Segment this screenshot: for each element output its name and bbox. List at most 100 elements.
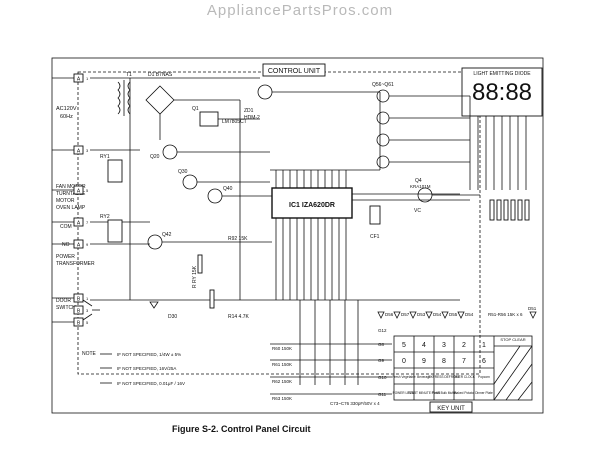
diode-row [377,311,537,319]
key-unit-label: KEY UNIT [437,406,465,412]
note-title: NOTE [82,351,97,357]
t1-label: T1 [126,72,132,78]
control-unit-box [77,71,481,375]
svg-text:1: 1 [86,296,89,301]
ic2-label: LM7805CT [222,119,247,125]
key-3: 3 [442,342,446,349]
transistor-q30 [182,174,198,190]
control-unit-title-box [262,63,326,77]
led-display: 88:88 [472,79,532,106]
power-transformer-label-2: TRANSFORMER [56,261,95,267]
diode-label-6: D51 [528,306,537,311]
svg-text:9: 9 [86,242,89,247]
key-dinner-plate: Dinner Plate [475,391,493,395]
diode-label-1: D57 [401,312,410,317]
key-4: 4 [422,342,426,349]
key-power-level: POWER LEVEL [393,391,416,395]
q42-label: Q42 [162,232,172,238]
key-diag-2 [505,363,533,401]
key-5: 5 [402,342,406,349]
resistor-label-1: R61 150K [272,362,292,367]
key-popcorn: Popcorn [478,375,490,379]
q40-label: Q40 [223,186,233,192]
svg-text:5: 5 [86,188,89,193]
transistor-array [376,89,470,169]
g-label-1: G9 [378,358,385,363]
svg-text:A: A [77,149,81,155]
diode-label-0: D56 [385,312,394,317]
svg-text:A: A [77,77,81,83]
g-label-2: G10 [378,375,387,380]
stop-clear-key: STOP CLEAR [500,337,525,342]
com-label: COM [60,224,72,230]
regulator-ic2 [199,111,219,127]
ic1-pins [275,170,347,300]
key-unit-title-box [429,401,473,413]
door-switch-label-2: SWITCH [56,305,76,311]
q56-label: Q56~Q61 [372,82,394,88]
g-label-0: G8 [378,342,385,347]
svg-text:3: 3 [86,308,89,313]
key-beverage: Beverage [417,375,431,379]
ic1-label: IC1 IZA620DR [289,202,335,209]
resistor-r-ry [197,254,203,274]
svg-text:5: 5 [86,320,89,325]
figure-caption: Figure S-2. Control Panel Circuit [172,424,311,434]
door-switch-label-1: DOOR [56,298,71,304]
svg-text:B: B [77,321,81,327]
key-diag-4 [517,381,533,401]
no-label: NO [62,242,70,248]
key-baked-potato: Baked Potato [454,391,473,395]
bridge-diode-d1 [145,85,175,115]
svg-text:3: 3 [86,148,89,153]
vc-label: VC [414,208,421,214]
oven-lamp-label: OVEN LAMP [56,205,86,211]
key-6: 6 [482,358,486,365]
d1-label: D1 B7NAS [148,72,173,78]
q20-label: Q20 [150,154,160,160]
diode-label-3: D54 [433,312,442,317]
diagram-frame [51,57,544,414]
r-ry-label: R RY 15K [192,265,198,288]
keypad-keys: 5 4 3 2 1 0 9 8 7 6 Fresh Vegetable Beve… [392,342,493,395]
q1-label: Q1 [192,106,199,112]
resistor-label-0: R60 150K [272,346,292,351]
transistor-q42 [147,234,163,250]
key-fresh-vegetable: Fresh Vegetable [392,375,415,379]
g-label-4: G12 [378,328,387,333]
g-label-3: G11 [378,392,387,397]
diode-label-5: D54 [465,312,474,317]
note-line-0: IF NOT SPECIFIED, 1/4W ± 5% [117,352,181,357]
diode-label-4: D55 [449,312,458,317]
kra-label: KRA101M [410,184,431,189]
svg-text:7: 7 [86,220,89,225]
resistor-label-array: R51-R56 15K x 6 [488,312,523,317]
relay-ry2 [107,219,123,243]
resistor-label-2: R62 150K [272,379,292,384]
svg-text:B: B [77,297,81,303]
key-2: 2 [462,342,466,349]
resistor-label-3: R63 150K [272,396,292,401]
r14-label: R14 4.7K [228,314,250,320]
ry1-label: RY1 [100,154,110,160]
key-timer-clock: TIMER CLOCK [453,375,476,379]
svg-text:A: A [77,221,81,227]
turntable-label: TURNTABLE [56,191,86,197]
key-start-minute-plus: START MINUTE PLUS [408,391,440,395]
key-diag-1 [493,345,533,401]
ac-voltage-label: AC120V [56,106,77,112]
key-diag-3 [493,345,521,385]
svg-text:A: A [77,189,81,195]
key-1: 1 [482,342,486,349]
zd1-label: ZD1 [244,108,254,114]
hzk-label: HDM-2 [244,115,260,121]
resistor-r14 [209,289,215,309]
led-label: LIGHT EMITTING DIODE [473,71,531,77]
crystal-cf1 [369,205,381,225]
